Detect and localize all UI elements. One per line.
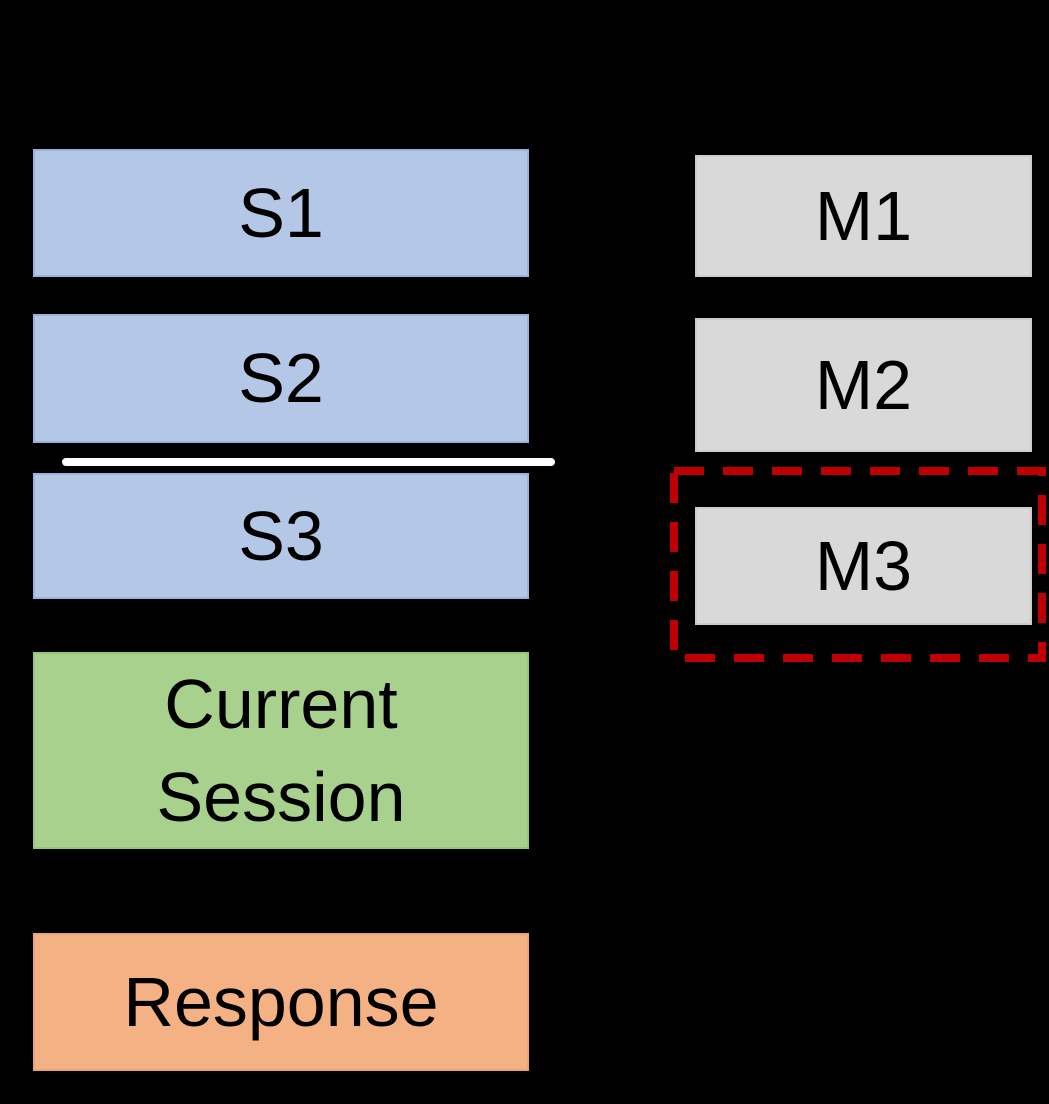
session-box-s2: S2 xyxy=(33,314,529,443)
memory-label-m2: M2 xyxy=(814,345,913,424)
session-label-s1: S1 xyxy=(238,173,324,252)
current-session-label-line1: Current xyxy=(164,665,398,744)
session-label-s2: S2 xyxy=(238,339,324,418)
memory-box-m3: M3 xyxy=(695,507,1032,625)
session-box-s1: S1 xyxy=(33,149,529,277)
memory-label-m3: M3 xyxy=(814,526,913,605)
memory-label-m1: M1 xyxy=(814,176,913,255)
highlight-dashed-rect xyxy=(670,467,1046,662)
memory-box-m2: M2 xyxy=(695,318,1032,452)
highlight-dashed-box xyxy=(670,467,1046,662)
current-session-label-line2: Session xyxy=(156,757,406,836)
response-box: Response xyxy=(33,933,529,1071)
memory-box-m1: M1 xyxy=(695,155,1032,277)
response-label: Response xyxy=(123,962,439,1041)
session-label-s3: S3 xyxy=(238,496,324,575)
session-box-s3: S3 xyxy=(33,473,529,599)
current-session-box: Current Session xyxy=(33,652,529,849)
session-separator-line xyxy=(62,458,555,466)
